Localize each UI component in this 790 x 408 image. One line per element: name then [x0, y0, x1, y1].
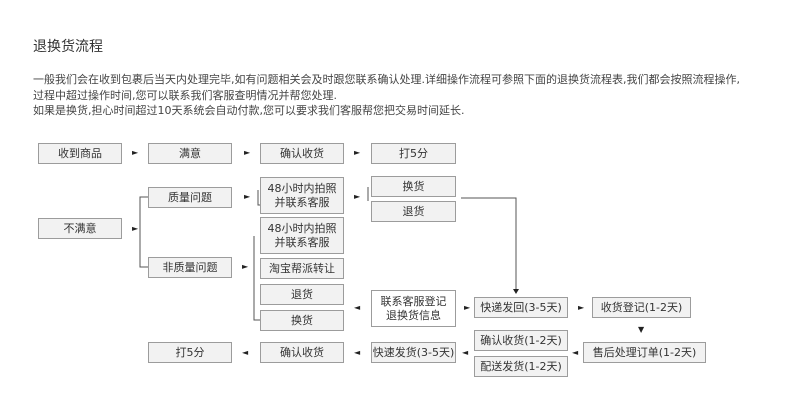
node-label: 并联系客服 [274, 235, 330, 249]
arrow-right-icon: ► [578, 303, 585, 312]
node-label: 确认收货 [280, 345, 324, 359]
node-label: 确认收货(1-2天) [480, 333, 562, 347]
arrow-right-icon: ► [354, 192, 361, 201]
intro-line: 过程中超过操作时间,您可以联系我们客服查明情况并帮您处理. [33, 88, 337, 102]
arrow-left-icon: ◄ [242, 348, 249, 357]
arrow-left-icon: ◄ [354, 303, 361, 312]
node-exchange-quality: 换货 [371, 176, 456, 197]
node-label: 售后处理订单(1-2天) [592, 345, 697, 359]
arrow-left-icon: ◄ [462, 348, 469, 357]
arrow-right-icon: ► [242, 262, 249, 271]
node-label: 打5分 [399, 146, 428, 160]
arrow-right-icon: ► [244, 148, 251, 157]
arrow-right-icon: ► [354, 148, 361, 157]
node-return-quality: 退货 [371, 201, 456, 222]
node-receive-register: 收货登记(1-2天) [592, 297, 691, 318]
node-label: 48小时内拍照 [267, 221, 337, 235]
node-label: 收到商品 [58, 146, 102, 160]
arrow-down-icon: ▼ [638, 325, 645, 334]
node-taobao-arbitration: 淘宝帮派转让 [260, 258, 344, 279]
node-rate-top: 打5分 [371, 143, 456, 164]
node-return-non-quality: 退货 [260, 284, 344, 305]
node-label: 联系客服登记 [380, 294, 447, 308]
node-label: 快递发回(3-5天) [480, 300, 562, 314]
page-title: 退换货流程 [33, 39, 103, 55]
node-confirm-receipt-mid: 确认收货(1-2天) [474, 330, 568, 351]
node-label: 收货登记(1-2天) [600, 300, 683, 314]
node-label: 配送发货(1-2天) [480, 359, 562, 373]
node-label: 不满意 [63, 221, 97, 235]
intro-line: 如果是换货,担心时间超过10天系统会自动付款,您可以要求我们客服帮您把交易时间延… [33, 104, 465, 117]
node-label: 退货 [291, 287, 313, 301]
node-after-sale-order: 售后处理订单(1-2天) [583, 342, 706, 363]
node-satisfied: 满意 [148, 143, 232, 164]
node-label: 快速发货(3-5天) [372, 345, 455, 359]
node-label: 质量问题 [168, 190, 212, 204]
node-photo-quality: 48小时内拍照 并联系客服 [260, 177, 344, 214]
node-non-quality-issue: 非质量问题 [148, 257, 232, 278]
node-label: 并联系客服 [274, 195, 330, 209]
arrow-right-icon: ► [132, 224, 139, 233]
node-unsatisfied: 不满意 [38, 218, 122, 239]
node-rate-bottom: 打5分 [148, 342, 232, 363]
node-label: 非质量问题 [162, 260, 218, 274]
arrow-right-icon: ► [244, 192, 251, 201]
node-quality-issue: 质量问题 [148, 187, 232, 208]
node-confirm-top: 确认收货 [260, 143, 344, 164]
node-label: 换货 [402, 179, 425, 193]
node-contact-service: 联系客服登记 退换货信息 [371, 290, 456, 327]
node-label: 淘宝帮派转让 [269, 261, 335, 275]
node-photo-non-quality: 48小时内拍照 并联系客服 [260, 217, 344, 254]
node-label: 退货 [402, 204, 425, 218]
intro-text: 一般我们会在收到包裹后当天内处理完毕,如有问题相关会及时跟您联系确认处理.详细操… [33, 72, 740, 119]
node-label: 打5分 [175, 345, 205, 359]
node-label: 换货 [291, 313, 313, 327]
node-express-return: 快递发回(3-5天) [474, 297, 568, 318]
node-label: 48小时内拍照 [267, 181, 337, 195]
node-label: 退换货信息 [386, 308, 441, 322]
node-label: 确认收货 [280, 146, 324, 160]
arrow-right-icon: ► [464, 303, 471, 312]
arrow-right-icon: ► [132, 148, 139, 157]
node-exchange-non-quality: 换货 [260, 310, 344, 331]
intro-line: 一般我们会在收到包裹后当天内处理完毕,如有问题相关会及时跟您联系确认处理.详细操… [33, 73, 740, 86]
node-confirm-bottom: 确认收货 [260, 342, 344, 363]
node-label: 满意 [179, 146, 201, 160]
node-express-ship: 快速发货(3-5天) [371, 342, 456, 363]
node-received: 收到商品 [38, 143, 122, 164]
node-delivery-mid: 配送发货(1-2天) [474, 356, 568, 377]
arrow-left-icon: ◄ [572, 348, 579, 357]
arrow-left-icon: ◄ [354, 348, 361, 357]
